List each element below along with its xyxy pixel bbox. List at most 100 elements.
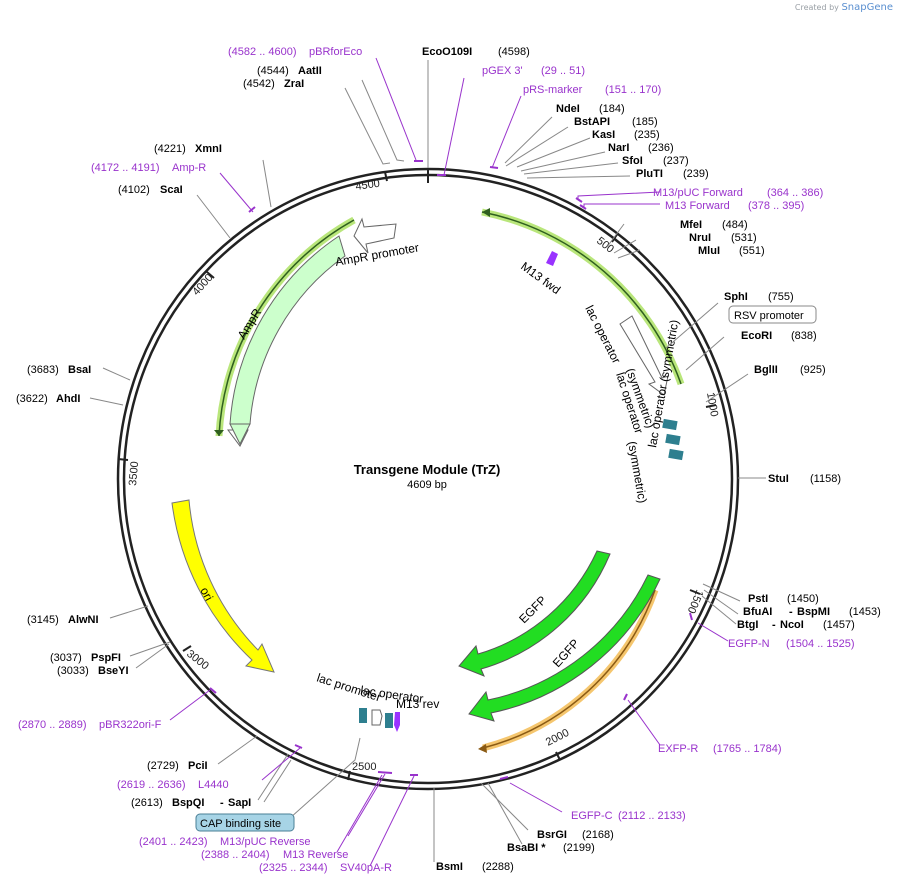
rsv-promoter-box[interactable]: RSV promoter <box>728 305 817 324</box>
primer-m13-forward[interactable]: M13 Forward(378 .. 395) <box>665 200 804 212</box>
enzyme-bsrgi[interactable]: BsrGI(2168) <box>537 829 614 841</box>
svg-text:AhdI: AhdI <box>56 393 80 405</box>
primer-m13-puc-reverse[interactable]: (2401 .. 2423)M13/pUC Reverse <box>139 836 310 848</box>
svg-text:(4172 .. 4191): (4172 .. 4191) <box>91 162 160 174</box>
tick-4500: 4500 <box>355 171 388 193</box>
svg-text:MluI: MluI <box>698 245 720 257</box>
enzyme-bsabi[interactable]: BsaBI *(2199) <box>507 842 595 854</box>
svg-text:pGEX 3': pGEX 3' <box>482 65 523 77</box>
cap-binding-site-box[interactable]: CAP binding site <box>195 813 295 832</box>
primer-egfp-c[interactable]: EGFP-C(2112 .. 2133) <box>571 810 686 822</box>
enzyme-bfuai[interactable]: BfuAI- BspMI(1453) <box>743 606 881 618</box>
tick-3000: 3000 <box>182 645 211 672</box>
feature-lac-region: lac operator lac promoter M13 rev <box>315 671 439 732</box>
svg-text:BtgI: BtgI <box>737 619 758 631</box>
primer-prs-marker[interactable]: pRS-marker(151 .. 170) <box>523 84 661 96</box>
enzyme-kasi[interactable]: KasI(235) <box>592 129 660 141</box>
svg-text:(2325 .. 2344): (2325 .. 2344) <box>259 862 328 874</box>
svg-text:2500: 2500 <box>352 761 376 773</box>
svg-text:M13/pUC Reverse: M13/pUC Reverse <box>220 836 310 848</box>
svg-text:NcoI: NcoI <box>780 619 804 631</box>
enzyme-bglii[interactable]: BglII(925) <box>754 364 826 376</box>
enzyme-bseyi[interactable]: (3033)BseYI <box>57 665 129 677</box>
svg-text:BfuAI: BfuAI <box>743 606 772 618</box>
feature-lac-operators: lac operator (symmetric) lac operator (s… <box>582 303 684 504</box>
primer-amp-r[interactable]: (4172 .. 4191) Amp-R <box>91 162 206 174</box>
svg-text:(364 .. 386): (364 .. 386) <box>767 187 823 199</box>
lac-promoter-arrow <box>371 709 383 726</box>
enzyme-psti[interactable]: PstI(1450) <box>748 593 819 605</box>
enzyme-pcii[interactable]: (2729) PciI <box>147 760 208 772</box>
svg-text:SphI: SphI <box>724 291 748 303</box>
svg-text:BstAPI: BstAPI <box>574 116 610 128</box>
svg-text:(2613): (2613) <box>131 797 163 809</box>
ampr-promoter-arrow <box>353 217 397 254</box>
primer-l4440[interactable]: (2619 .. 2636)L4440 <box>117 779 229 791</box>
enzyme-ecori[interactable]: EcoRI(838) <box>741 330 817 342</box>
leader-lines <box>89 60 766 862</box>
egfp-arrow-1 <box>458 550 611 677</box>
svg-text:(531): (531) <box>731 232 757 244</box>
svg-text:(239): (239) <box>683 168 709 180</box>
lac-operator-arrow-1 <box>619 315 669 396</box>
svg-text:(3622): (3622) <box>16 393 48 405</box>
enzyme-pluti[interactable]: PluTI (239) <box>636 168 709 180</box>
svg-text:KasI: KasI <box>592 129 615 141</box>
tick-2500: 2500 <box>347 761 376 781</box>
primer-pbr322ori-f[interactable]: (2870 .. 2889)pBR322ori-F <box>18 719 162 731</box>
enzyme-nari[interactable]: NarI(236) <box>608 142 674 154</box>
svg-text:L4440: L4440 <box>198 779 229 791</box>
svg-text:(2729): (2729) <box>147 760 179 772</box>
enzyme-sphi[interactable]: SphI(755) <box>724 291 794 303</box>
primer-exfp-r[interactable]: EXFP-R(1765 .. 1784) <box>658 743 782 755</box>
enzyme-alwni[interactable]: (3145)AlwNI <box>27 614 99 626</box>
primer-egfp-n[interactable]: EGFP-N(1504 .. 1525) <box>728 638 855 650</box>
svg-text:BsrGI: BsrGI <box>537 829 567 841</box>
enzyme-mlui[interactable]: MluI(551) <box>698 245 765 257</box>
enzyme-ndei[interactable]: NdeI(184) <box>556 103 625 115</box>
svg-text:pBR322ori-F: pBR322ori-F <box>99 719 162 731</box>
enzyme-bsmi[interactable]: BsmI(2288) <box>436 861 514 873</box>
enzyme-zrai[interactable]: (4542)ZraI <box>243 78 304 90</box>
svg-text:EGFP-C: EGFP-C <box>571 810 613 822</box>
svg-text:BsmI: BsmI <box>436 861 463 873</box>
svg-text:Amp-R: Amp-R <box>172 162 206 174</box>
svg-text:(3683): (3683) <box>27 364 59 376</box>
svg-text:pBRforEco: pBRforEco <box>309 46 362 58</box>
svg-text:PciI: PciI <box>188 760 208 772</box>
svg-text:M13/pUC Forward: M13/pUC Forward <box>653 187 743 199</box>
ori-label: ori <box>197 585 216 603</box>
lac-operator-box-3 <box>668 448 684 461</box>
m13-fwd-label: M13 fwd <box>518 259 563 297</box>
lac-operator-box-4 <box>359 708 367 723</box>
enzyme-nrui[interactable]: NruI(531) <box>689 232 757 244</box>
svg-text:(4598): (4598) <box>498 46 530 58</box>
svg-text:NdeI: NdeI <box>556 103 580 115</box>
enzyme-pspfi[interactable]: (3037)PspFI <box>50 652 121 664</box>
enzyme-btgi[interactable]: BtgI- NcoI(1457) <box>737 619 855 631</box>
enzyme-aatii[interactable]: (4544)AatII <box>257 65 322 77</box>
primer-pgex3[interactable]: pGEX 3'(29 .. 51) <box>482 65 585 77</box>
enzyme-bspqi[interactable]: (2613)BspQI- SapI <box>131 797 251 809</box>
enzyme-stui[interactable]: StuI(1158) <box>768 473 841 485</box>
enzyme-xmni[interactable]: (4221)XmnI <box>154 143 222 155</box>
enzyme-sfoi[interactable]: SfoI(237) <box>622 155 689 167</box>
svg-text:(185): (185) <box>632 116 658 128</box>
primer-pbrforeco[interactable]: (4582 .. 4600)pBRforEco <box>228 46 362 58</box>
primer-m13-puc-forward[interactable]: M13/pUC Forward (364 .. 386) <box>653 187 823 199</box>
enzyme-ecoo109i[interactable]: EcoO109I(4598) <box>422 46 530 58</box>
primer-m13-reverse[interactable]: (2388 .. 2404)M13 Reverse <box>201 849 348 861</box>
enzyme-mfei[interactable]: MfeI(484) <box>680 219 748 231</box>
enzyme-bsai[interactable]: (3683)BsaI <box>27 364 91 376</box>
enzyme-scai[interactable]: (4102)ScaI <box>118 184 183 196</box>
svg-text:PluTI: PluTI <box>636 168 663 180</box>
enzyme-labels: EcoO109I(4598) (4544)AatII (4542)ZraI (4… <box>16 46 881 873</box>
primer-sv40pa-r[interactable]: (2325 .. 2344)SV40pA-R <box>259 862 392 874</box>
plasmid-name: Transgene Module (TrZ) <box>354 462 501 477</box>
enzyme-bstapi[interactable]: BstAPI (185) <box>574 116 658 128</box>
svg-text:BseYI: BseYI <box>98 665 129 677</box>
svg-text:(2199): (2199) <box>563 842 595 854</box>
egfp-arrow-2 <box>468 574 661 722</box>
enzyme-ahdi[interactable]: (3622) AhdI <box>16 393 80 405</box>
